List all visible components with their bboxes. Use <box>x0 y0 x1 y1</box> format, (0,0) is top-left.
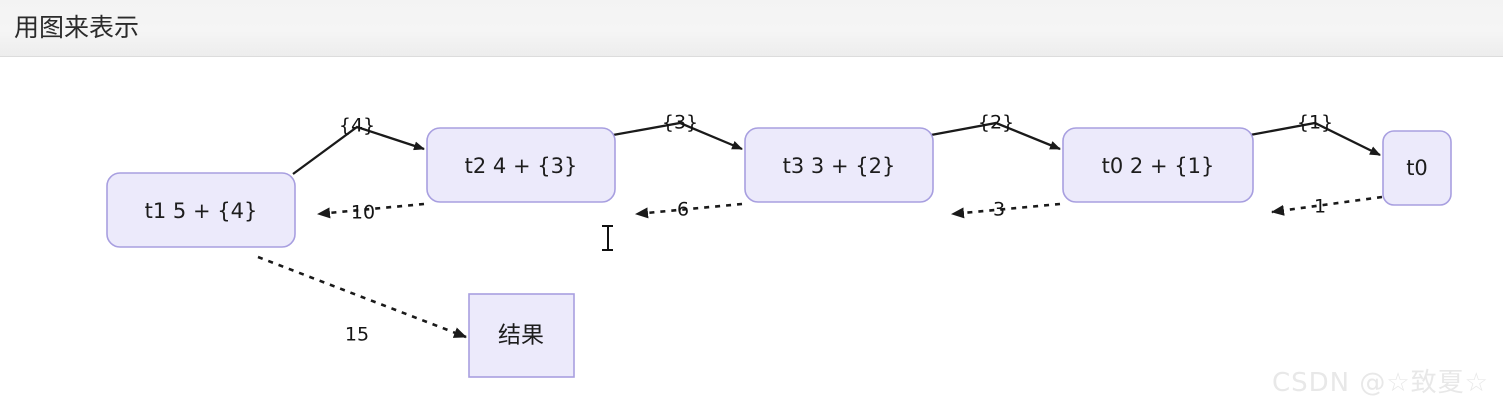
diagram-canvas[interactable]: {4} {3} {2} {1} 10 6 <box>0 57 1503 407</box>
node-t0[interactable]: t0 <box>1382 130 1452 206</box>
node-result[interactable]: 结果 <box>468 293 575 378</box>
node-t1[interactable]: t1 5 + {4} <box>106 172 296 248</box>
edge-label-t3-t0plus: {2} <box>978 112 1014 134</box>
edge-t1-t2: {4} <box>292 115 425 175</box>
node-label-t3: t3 3 + {2} <box>783 154 896 178</box>
node-label-result: 结果 <box>498 323 544 349</box>
edge-t0plus-t3-dotted: 3 <box>951 199 1061 221</box>
edge-label-t2-t1: 10 <box>351 202 375 224</box>
node-label-t0: t0 <box>1406 156 1428 180</box>
edge-label-t3-t2: 6 <box>677 199 689 221</box>
watermark: CSDN @☆致夏☆ <box>1271 368 1489 398</box>
edge-label-t1-t2: {4} <box>339 115 375 137</box>
node-label-t2: t2 4 + {3} <box>465 154 578 178</box>
edge-t0-t0plus-dotted: 1 <box>1271 196 1383 218</box>
graph-diagram: {4} {3} {2} {1} 10 6 <box>106 112 1452 378</box>
edge-t2-t3: {3} <box>612 112 743 151</box>
node-label-t0plus: t0 2 + {1} <box>1102 154 1215 178</box>
node-t0plus[interactable]: t0 2 + {1} <box>1062 127 1254 203</box>
header-bar: 用图来表示 <box>0 0 1503 57</box>
page-title: 用图来表示 <box>14 13 140 42</box>
node-label-t1: t1 5 + {4} <box>145 199 258 223</box>
node-t2[interactable]: t2 4 + {3} <box>426 127 616 203</box>
edge-label-t2-t3: {3} <box>662 112 698 134</box>
edge-label-t0plus-t3: 3 <box>993 199 1005 221</box>
edge-label-t0plus-t0: {1} <box>1297 112 1333 134</box>
edge-t1-result-dotted: 15 <box>257 255 467 346</box>
edge-t0plus-t0: {1} <box>1249 112 1381 157</box>
node-t3[interactable]: t3 3 + {2} <box>744 127 934 203</box>
edge-label-t1-result: 15 <box>345 324 369 346</box>
edge-t3-t0plus: {2} <box>930 112 1061 151</box>
edge-label-t0-t0plus: 1 <box>1314 196 1326 218</box>
edge-t2-t1-dotted: 10 <box>317 202 425 224</box>
edge-t3-t2-dotted: 6 <box>635 199 743 221</box>
